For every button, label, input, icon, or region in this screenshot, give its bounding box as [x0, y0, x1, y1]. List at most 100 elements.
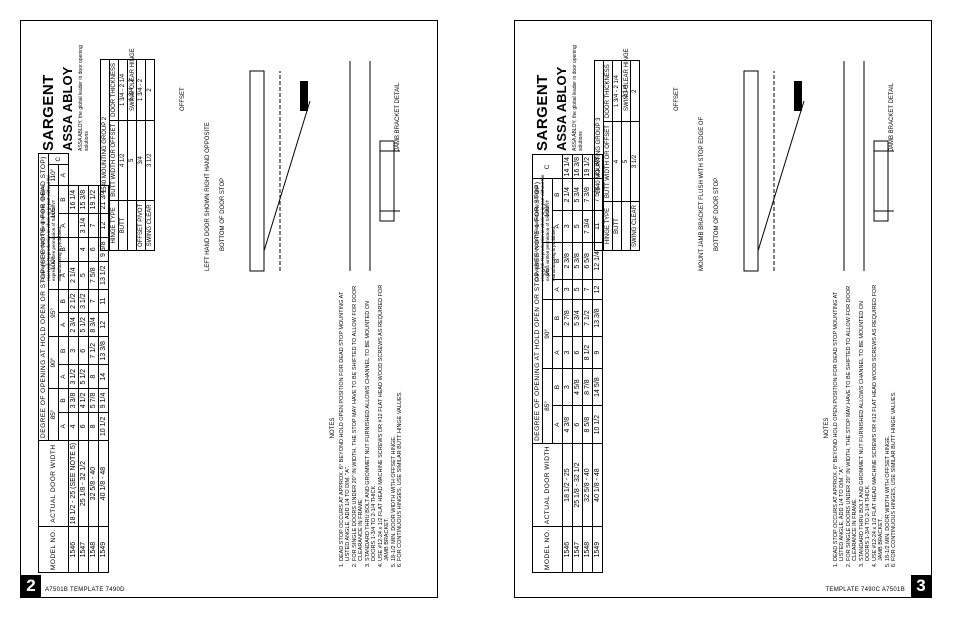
- left-hand-label: LEFT HAND DOOR SHOWN RIGHT HAND OPPOSITE: [205, 122, 211, 271]
- b-col: B: [58, 336, 69, 365]
- table-cell: 32 5/8 - 40: [88, 440, 99, 527]
- mount-cell: 2: [145, 59, 155, 121]
- deg-95: 95°: [48, 289, 59, 337]
- table-cell: 40 1/8 - 48: [98, 440, 109, 527]
- table-cell: 13 3/8: [98, 336, 109, 365]
- c-header: C: [48, 153, 69, 165]
- door-stop-label: BOTTOM OF DOOR STOP: [220, 177, 226, 251]
- template-page-3: MODEL NO. ACTUAL DOOR WIDTH DEGREE OF OP…: [514, 20, 932, 598]
- table-cell: 5 1/2: [78, 312, 89, 337]
- table-cell: 7: [582, 279, 593, 300]
- table-cell: 4 1/2: [78, 388, 89, 413]
- template-code: A7501B TEMPLATE 7490D: [45, 587, 125, 593]
- mount-cell: 5: [621, 121, 631, 202]
- table-cell: 2 3/8: [562, 242, 573, 280]
- mount-header: BUTT WIDTH OR OFFSET: [603, 121, 613, 202]
- mount-cell: 2: [630, 60, 640, 122]
- table-cell: 5 3/8: [572, 242, 583, 280]
- table-cell: 8 3/4: [88, 312, 99, 337]
- table-cell: 7 1/2: [88, 336, 99, 365]
- door-drawing: [743, 61, 894, 272]
- table-cell: 13 1/2: [98, 261, 109, 290]
- page-number: 3: [911, 575, 931, 597]
- table-cell: 8 5/8: [582, 405, 593, 444]
- table-cell: 5 3/4: [572, 178, 583, 211]
- mount-cell: [621, 201, 631, 251]
- table-cell: 1548: [582, 526, 593, 573]
- notes-title: NOTES: [824, 417, 830, 439]
- b-col: B: [552, 299, 563, 337]
- note-6: FOR CONTINUOUS HINGES, USE SIMILAR BUTT …: [397, 283, 404, 561]
- mount-cell: SWING CLEAR: [630, 201, 640, 251]
- mount-cell: OFFSET PIVOT: [136, 200, 146, 251]
- a-col: A: [552, 405, 563, 444]
- note-3: STANDARD THRU BOLT AND GROMMET NUT FURNI…: [365, 283, 378, 561]
- note-4: USE #12-24 x 1/2 FLAT HEAD MACHINE SCREW…: [378, 283, 391, 561]
- mount-cell: 5: [127, 120, 137, 201]
- mount-jamb-label: MOUNT JAMB BRACKET FLUSH WITH STOP EDGE …: [699, 116, 705, 271]
- note-3: STANDARD THRU BOLT AND GROMMET NUT FURNI…: [859, 283, 872, 561]
- model-header: MODEL NO.: [38, 526, 69, 573]
- offset-label: OFFSET: [180, 87, 186, 111]
- table-cell: 7 5/8: [88, 261, 99, 290]
- table-cell: 11: [98, 289, 109, 313]
- table-cell: 5 3/4: [572, 299, 583, 337]
- mount-cell: BUTT: [612, 201, 622, 251]
- table-cell: 8 7/8: [582, 368, 593, 406]
- mount-cell: [127, 200, 137, 251]
- table-cell: 3: [562, 336, 573, 369]
- table-cell: 2 3/4: [68, 312, 79, 337]
- table-cell: 6 5/8: [582, 242, 593, 280]
- table-cell: 2 1/4: [68, 261, 79, 290]
- table-cell: 1549: [98, 526, 109, 573]
- mount-header: DOOR THICKNESS: [109, 59, 119, 121]
- rotated-sheet: MODEL NO. ACTUAL DOOR WIDTH DEGREE OF OP…: [524, 21, 924, 581]
- door-stop-label: BOTTOM OF DOOR STOP: [714, 177, 720, 251]
- sargent-logo: SARGENT: [534, 74, 551, 151]
- note-4: USE #12-24 x 1/2 FLAT HEAD MACHINE SCREW…: [872, 283, 885, 561]
- table-cell: 4: [68, 412, 79, 441]
- tagline: ASSA ABLOY, the global leader in door op…: [78, 45, 90, 151]
- notes: NOTES DEAD STOP OCCURS AT APPROX. 6° BEY…: [330, 283, 404, 573]
- mount-cell: 4: [612, 121, 622, 202]
- b-col: B: [552, 368, 563, 406]
- rotated-sheet: MODEL NO. ACTUAL DOOR WIDTH DEGREE OF OP…: [30, 21, 430, 581]
- note-6: FOR CONTINUOUS HINGES, USE SIMILAR BUTT …: [891, 283, 898, 561]
- mount-cell: 1 3/4 - 2: [136, 59, 146, 121]
- table-cell: 4 5/8: [572, 368, 583, 406]
- a-col: A: [58, 364, 69, 389]
- model-header: MODEL NO.: [532, 526, 563, 573]
- table-cell: 16 3/8: [572, 154, 583, 179]
- offset-label: OFFSET: [674, 87, 680, 111]
- a-col: A: [58, 312, 69, 337]
- mount-cell: BUTT: [118, 200, 128, 251]
- table-cell: 2 1/2: [68, 289, 79, 313]
- table-cell: 25 1/8 - 32 1/2: [78, 440, 89, 527]
- notes: NOTES DEAD STOP OCCURS AT APPROX. 6° BEY…: [824, 283, 898, 573]
- table-cell: 12: [592, 279, 603, 300]
- table-cell: 1546: [562, 526, 573, 573]
- table-cell: [68, 237, 79, 262]
- table-cell: 5 7/8: [88, 388, 99, 413]
- table-cell: 6: [78, 336, 89, 365]
- mount-cell: SWING CLEAR: [145, 200, 155, 251]
- table-cell: 19 1/2: [88, 185, 99, 214]
- table-cell: 5: [572, 210, 583, 243]
- table-cell: 6: [88, 237, 99, 262]
- table-cell: 5: [572, 279, 583, 300]
- table-cell: 8: [88, 364, 99, 389]
- mount-cell: 1 3/4 - 2 1/4: [612, 60, 622, 122]
- mounting-table: 1540 MOUNTING GROUP 3 HINGE TYPE BUTT WI…: [594, 60, 640, 251]
- b-col: B: [58, 289, 69, 313]
- table-cell: 1548: [88, 526, 99, 573]
- table-cell: 40 1/8 - 48: [592, 443, 603, 527]
- mount-cell: 4 1/2: [118, 120, 128, 201]
- table-cell: 32 5/8 - 40: [582, 443, 593, 527]
- table-cell: 6: [572, 405, 583, 444]
- mount-cell: 3 1/2: [630, 121, 640, 202]
- mount-header: HINGE TYPE: [603, 201, 613, 251]
- table-cell: 14 1/4: [562, 154, 573, 179]
